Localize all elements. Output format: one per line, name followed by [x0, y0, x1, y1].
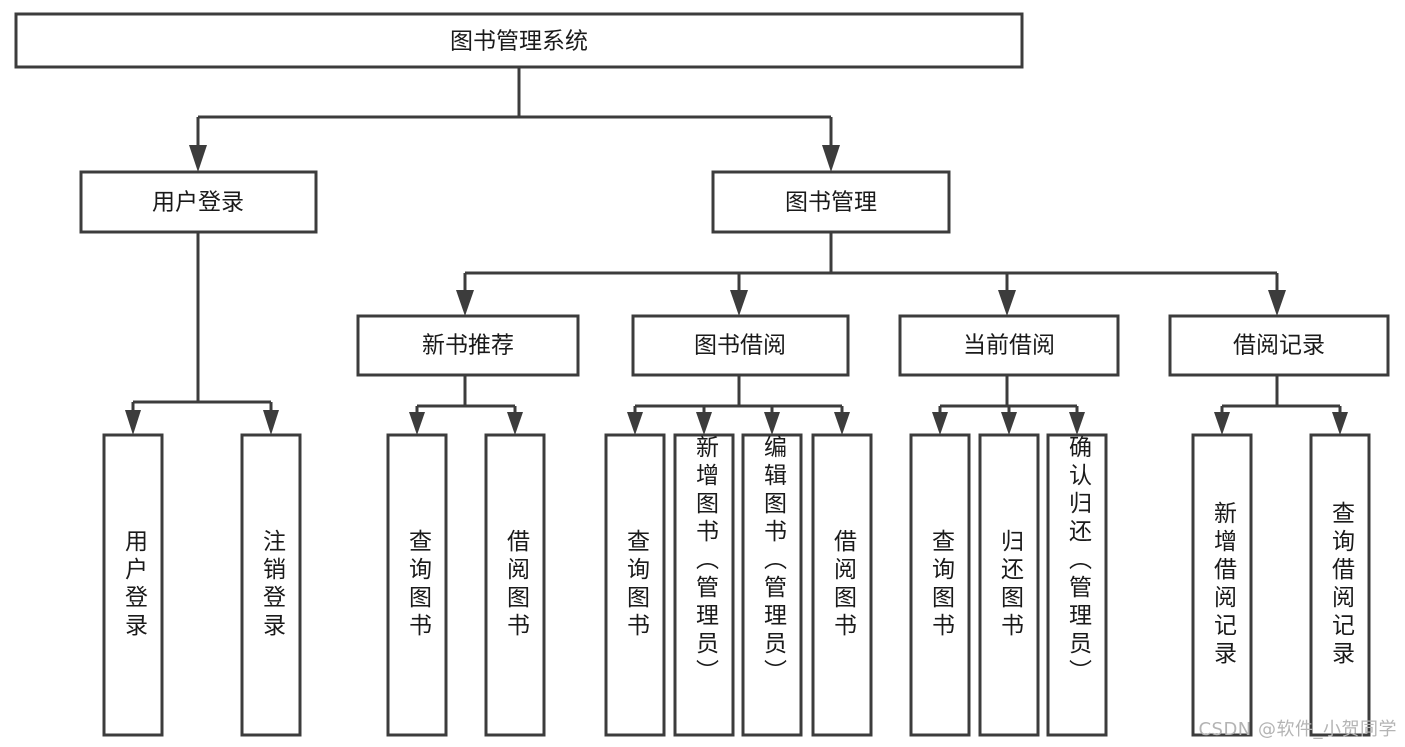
node-borrow-record-label: 借阅记录 [1233, 333, 1325, 359]
node-borrow-record[interactable] [1168, 314, 1390, 377]
node-new-book-recommend-label: 新书推荐 [422, 333, 514, 359]
leaf-user-login-logout[interactable] [240, 433, 302, 737]
node-book-borrow[interactable] [631, 314, 850, 377]
node-current-borrow-label: 当前借阅 [963, 333, 1055, 359]
watermark-text: CSDN @软件_小贺同学 [1198, 719, 1397, 740]
leaf-currentborrow-return[interactable] [978, 433, 1040, 737]
leaf-currentborrow-query[interactable] [909, 433, 971, 737]
leaf-bookborrow-query[interactable] [604, 433, 666, 737]
node-root[interactable] [14, 12, 1024, 69]
connector-bookborrow-to-leaves [627, 375, 850, 435]
leaf-borrowrecord-query[interactable] [1309, 433, 1371, 737]
connector-newbook-to-leaves [409, 375, 523, 435]
node-book-management-label: 图书管理 [785, 190, 877, 216]
connector-borrowrecord-to-leaves [1214, 375, 1348, 435]
node-current-borrow[interactable] [898, 314, 1120, 377]
node-user-login[interactable] [79, 170, 318, 234]
node-book-management[interactable] [711, 170, 951, 234]
connector-root-to-bus [189, 67, 840, 172]
connector-currentborrow-to-leaves [932, 375, 1085, 435]
leaf-user-login-login[interactable] [102, 433, 164, 737]
node-root-label: 图书管理系统 [450, 29, 588, 55]
leaf-borrowrecord-add[interactable] [1191, 433, 1253, 737]
leaf-newbook-query[interactable] [386, 433, 448, 737]
leaf-currentborrow-confirm[interactable] [1046, 433, 1108, 737]
leaf-bookborrow-borrow[interactable] [811, 433, 873, 737]
node-user-login-label: 用户登录 [152, 190, 244, 216]
leaf-newbook-borrow[interactable] [484, 433, 546, 737]
node-new-book-recommend[interactable] [356, 314, 580, 377]
leaf-bookborrow-edit[interactable] [741, 433, 803, 737]
leaf-bookborrow-add[interactable] [673, 433, 735, 737]
node-book-borrow-label: 图书借阅 [694, 333, 786, 359]
connector-bookmgmt-to-level3 [456, 232, 1286, 316]
connector-userlogin-to-leaves [125, 232, 279, 435]
